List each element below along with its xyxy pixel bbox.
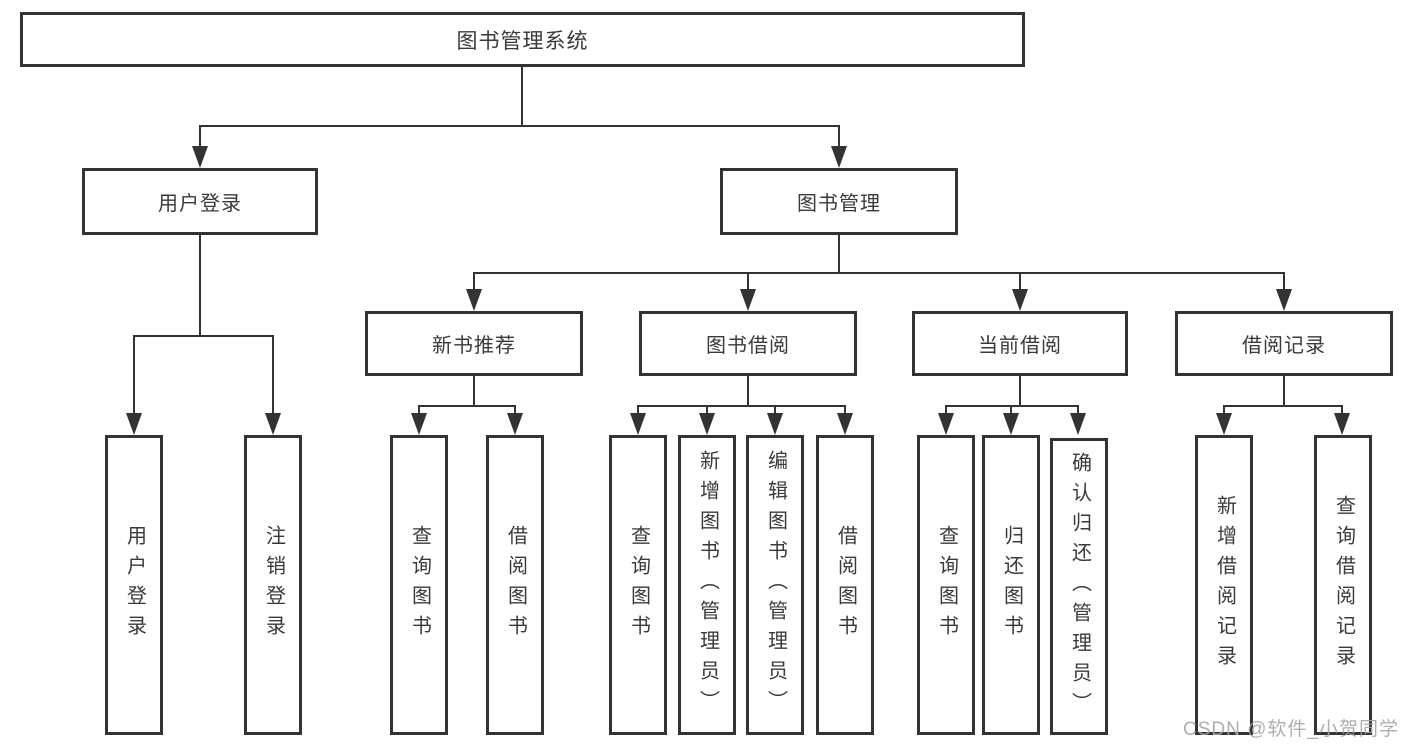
leaf-logout: 注销登录	[244, 435, 302, 735]
connector-line	[637, 405, 846, 407]
connector-line	[199, 125, 201, 155]
node-label: 借阅图书	[834, 525, 857, 645]
connector-line	[521, 65, 523, 127]
arrow-down	[1276, 289, 1292, 311]
node-label: 查询图书	[935, 525, 958, 645]
connector-line	[838, 125, 840, 155]
arrow-down	[740, 289, 756, 311]
node-label: 用户登录	[123, 525, 146, 645]
arrow-down	[192, 146, 208, 168]
arrow-down	[767, 413, 783, 435]
arrow-down	[1070, 413, 1086, 435]
leaf-query-books-borrow: 查询图书	[609, 435, 667, 735]
node-label: 用户登录	[158, 193, 242, 215]
node-label: 查询借阅记录	[1332, 495, 1355, 675]
connector-line	[272, 335, 274, 420]
node-new-book-recommend: 新书推荐	[365, 311, 583, 376]
node-label: 图书借阅	[706, 335, 790, 357]
arrow-down	[1334, 413, 1350, 435]
connector-line	[945, 405, 1079, 407]
connector-line	[199, 235, 201, 337]
leaf-query-books-current: 查询图书	[917, 435, 975, 735]
arrow-down	[126, 413, 142, 435]
node-label: 新增借阅记录	[1213, 495, 1236, 675]
node-label: 当前借阅	[978, 335, 1062, 357]
connector-line	[473, 272, 475, 294]
arrow-down	[699, 413, 715, 435]
node-label: 查询图书	[627, 525, 650, 645]
connector-line	[1223, 405, 1343, 407]
connector-line	[747, 376, 749, 407]
node-borrowing-records: 借阅记录	[1175, 311, 1393, 376]
arrow-down	[411, 413, 427, 435]
node-label: 图书管理	[797, 193, 881, 215]
connector-line	[1283, 272, 1285, 294]
node-label: 查询图书	[408, 525, 431, 645]
leaf-add-books-admin: 新增图书（管理员）	[678, 435, 736, 735]
arrow-down	[938, 413, 954, 435]
leaf-user-login: 用户登录	[105, 435, 163, 735]
leaf-query-borrow-record: 查询借阅记录	[1314, 435, 1372, 735]
leaf-borrow-books-recommend: 借阅图书	[486, 435, 544, 735]
node-label: 新书推荐	[432, 335, 516, 357]
arrow-down	[1012, 289, 1028, 311]
arrow-down	[466, 289, 482, 311]
connector-line	[1283, 376, 1285, 407]
node-book-borrowing: 图书借阅	[639, 311, 857, 376]
connector-line	[473, 376, 475, 407]
connector-line	[838, 235, 840, 274]
connector-line	[133, 335, 274, 337]
node-book-management-system: 图书管理系统	[20, 12, 1025, 67]
node-label: 编辑图书（管理员）	[764, 450, 787, 720]
csdn-watermark: CSDN @软件_小贺同学	[1183, 719, 1399, 740]
leaf-query-books-recommend: 查询图书	[390, 435, 448, 735]
connector-line	[1019, 376, 1021, 407]
node-label: 注销登录	[262, 525, 285, 645]
node-label: 归还图书	[1000, 525, 1023, 645]
node-label: 借阅记录	[1242, 335, 1326, 357]
node-current-borrowing: 当前借阅	[912, 311, 1128, 376]
arrow-down	[1216, 413, 1232, 435]
arrow-down	[837, 413, 853, 435]
node-label: 确认归还（管理员）	[1068, 451, 1091, 722]
connector-line	[418, 405, 516, 407]
leaf-borrow-books: 借阅图书	[816, 435, 874, 735]
node-user-login: 用户登录	[82, 168, 318, 235]
node-label: 新增图书（管理员）	[696, 450, 719, 720]
node-label: 图书管理系统	[456, 29, 589, 53]
connector-line	[473, 272, 1285, 274]
connector-line	[747, 272, 749, 294]
connector-line	[1019, 272, 1021, 294]
arrow-down	[507, 413, 523, 435]
leaf-edit-books-admin: 编辑图书（管理员）	[746, 435, 804, 735]
arrow-down	[831, 146, 847, 168]
connector-line	[199, 125, 840, 127]
node-book-management: 图书管理	[720, 168, 958, 235]
arrow-down	[1003, 413, 1019, 435]
connector-line	[133, 335, 135, 420]
arrow-down	[265, 413, 281, 435]
node-label: 借阅图书	[504, 525, 527, 645]
arrow-down	[630, 413, 646, 435]
leaf-confirm-return-admin: 确认归还（管理员）	[1050, 438, 1108, 735]
leaf-add-borrow-record: 新增借阅记录	[1195, 435, 1253, 735]
leaf-return-books: 归还图书	[982, 435, 1040, 735]
